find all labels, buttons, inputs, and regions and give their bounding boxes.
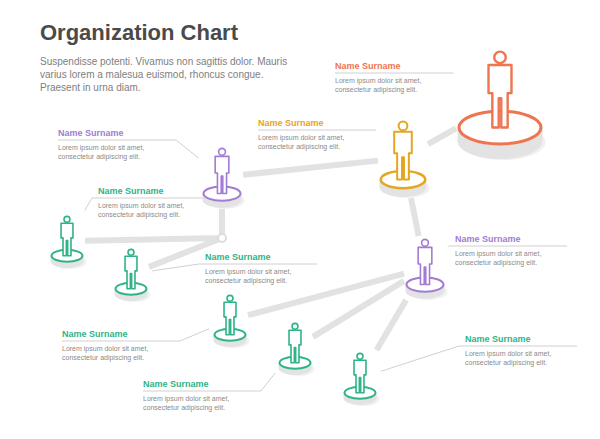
person-body (289, 330, 301, 362)
org-connector (377, 300, 407, 350)
person-name: Name Surname (258, 117, 370, 129)
person-label: Name SurnameLorem ipsum dolor sit amet, … (258, 117, 370, 151)
person-figure (342, 350, 378, 406)
person-name: Name Surname (205, 251, 317, 263)
person-label: Name SurnameLorem ipsum dolor sit amet, … (98, 185, 210, 219)
person-body (125, 256, 137, 288)
person-head (399, 121, 408, 130)
person-body (224, 302, 236, 334)
person-figure (456, 48, 544, 160)
person-body (418, 247, 432, 284)
person-node: Name SurnameLorem ipsum dolor sit amet, … (342, 350, 378, 406)
person-body (394, 132, 412, 180)
person-label: Name SurnameLorem ipsum dolor sit amet, … (465, 333, 577, 367)
person-name: Name Surname (143, 378, 255, 390)
person-figure (201, 145, 243, 209)
person-figure (49, 213, 85, 269)
person-label: Name SurnameLorem ipsum dolor sit amet, … (205, 251, 317, 285)
person-figure (277, 320, 313, 376)
person-node: Name SurnameLorem ipsum dolor sit amet, … (277, 320, 313, 376)
person-node: Name SurnameLorem ipsum dolor sit amet, … (212, 292, 248, 348)
pedestal-top (459, 111, 541, 144)
person-figure (404, 236, 446, 300)
junction-dot (218, 234, 226, 242)
person-name: Name Surname (58, 127, 170, 139)
leader-line (258, 129, 376, 130)
person-body (354, 360, 366, 392)
person-label: Name SurnameLorem ipsum dolor sit amet, … (335, 60, 447, 94)
person-node: Name SurnameLorem ipsum dolor sit amet, … (456, 48, 544, 160)
person-head (128, 249, 134, 255)
person-head (64, 216, 70, 222)
org-connector (243, 161, 378, 175)
person-name: Name Surname (62, 328, 174, 340)
person-description: Lorem ipsum dolor sit amet, consectetur … (143, 394, 255, 412)
leader-line (335, 73, 453, 74)
person-description: Lorem ipsum dolor sit amet, consectetur … (465, 349, 577, 367)
person-name: Name Surname (335, 60, 447, 72)
chart-caption: Suspendisse potenti. Vivamus non sagitti… (40, 55, 302, 94)
leader-line (448, 246, 567, 248)
person-node: Name SurnameLorem ipsum dolor sit amet, … (113, 246, 149, 302)
person-description: Lorem ipsum dolor sit amet, consectetur … (455, 249, 567, 267)
chart-title: Organization Chart (40, 20, 238, 46)
leader-line (381, 346, 577, 371)
person-name: Name Surname (98, 185, 210, 197)
org-connector (428, 128, 456, 144)
person-description: Lorem ipsum dolor sit amet, consectetur … (62, 344, 174, 362)
person-label: Name SurnameLorem ipsum dolor sit amet, … (143, 378, 255, 412)
person-node: Name SurnameLorem ipsum dolor sit amet, … (404, 236, 446, 300)
person-figure (113, 246, 149, 302)
leader-line (143, 373, 275, 391)
org-connector (411, 198, 419, 236)
person-description: Lorem ipsum dolor sit amet, consectetur … (205, 267, 317, 285)
person-label: Name SurnameLorem ipsum dolor sit amet, … (62, 328, 174, 362)
person-head (357, 353, 363, 359)
person-description: Lorem ipsum dolor sit amet, consectetur … (258, 133, 370, 151)
person-head (219, 148, 226, 155)
person-node: Name SurnameLorem ipsum dolor sit amet, … (201, 145, 243, 209)
connector-layer (85, 128, 456, 350)
person-body (215, 156, 229, 193)
person-node: Name SurnameLorem ipsum dolor sit amet, … (49, 213, 85, 269)
person-body (61, 223, 73, 255)
person-description: Lorem ipsum dolor sit amet, consectetur … (58, 143, 170, 161)
person-figure (212, 292, 248, 348)
person-description: Lorem ipsum dolor sit amet, consectetur … (98, 201, 210, 219)
person-node: Name SurnameLorem ipsum dolor sit amet, … (378, 118, 428, 198)
person-head (292, 323, 298, 329)
person-figure (378, 118, 428, 198)
person-description: Lorem ipsum dolor sit amet, consectetur … (335, 76, 447, 94)
person-head (422, 239, 429, 246)
leader-line (62, 329, 209, 341)
person-label: Name SurnameLorem ipsum dolor sit amet, … (58, 127, 170, 161)
person-head (227, 295, 233, 301)
person-name: Name Surname (465, 333, 577, 345)
person-name: Name Surname (455, 233, 567, 245)
person-body (489, 65, 512, 128)
person-label: Name SurnameLorem ipsum dolor sit amet, … (455, 233, 567, 267)
person-head (494, 52, 505, 63)
